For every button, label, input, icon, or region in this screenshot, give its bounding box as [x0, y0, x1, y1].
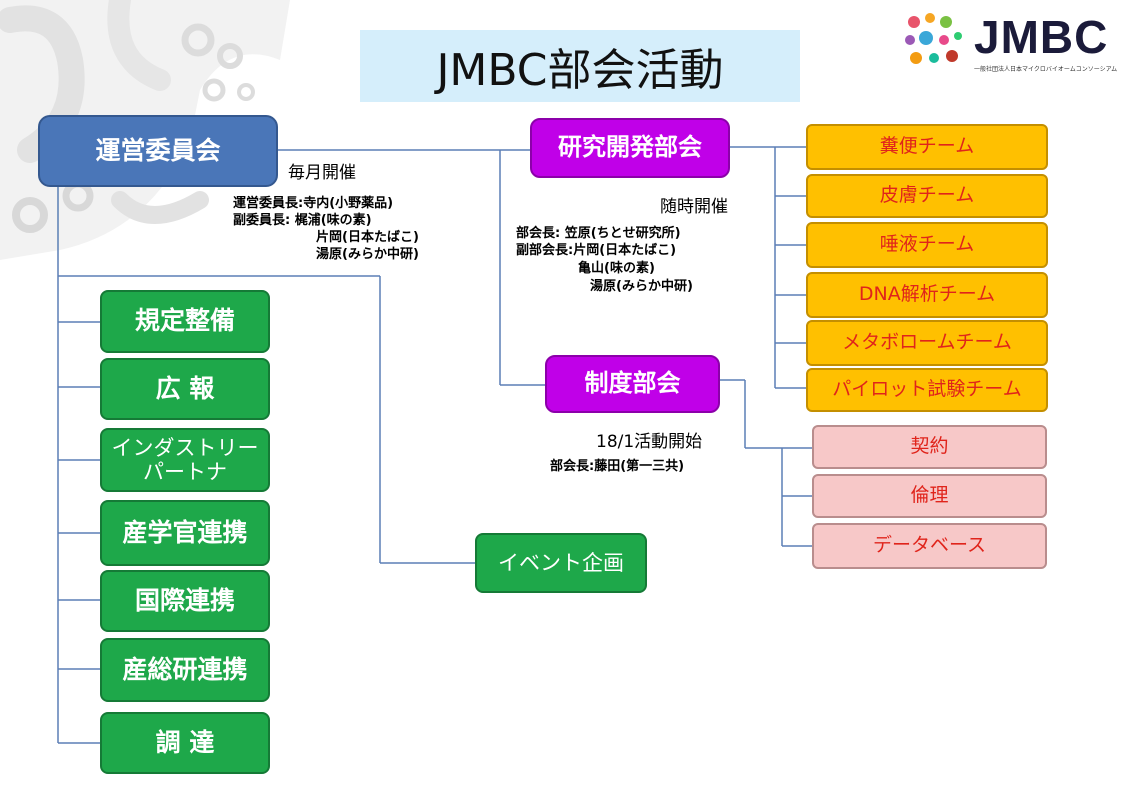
system-division-box[interactable]: 制度部会 [545, 355, 720, 413]
committee-aist[interactable]: 産総研連携 [100, 638, 270, 702]
team-label: データベース [872, 534, 987, 557]
rd-division-box[interactable]: 研究開発部会 [530, 118, 730, 178]
committee-label: インダストリー パートナ [111, 435, 259, 484]
logo-text: JMBC [974, 11, 1109, 63]
committee-pr[interactable]: 広 報 [100, 358, 270, 420]
rd-member: 湯原(みらか中研) [590, 279, 693, 294]
team-label: パイロット試験チーム [832, 378, 1022, 401]
team-ethics[interactable]: 倫理 [812, 474, 1047, 518]
rd-member: 副部会長:片岡(日本たばこ) [516, 243, 677, 258]
committee-label: 調 達 [155, 727, 215, 757]
steering-member: 湯原(みらか中研) [316, 247, 419, 262]
team-label: 唾液チーム [879, 233, 975, 256]
team-pilot-study[interactable]: パイロット試験チーム [806, 368, 1048, 412]
committee-label: 産総研連携 [122, 654, 248, 684]
rd-member: 亀山(味の素) [578, 261, 655, 276]
system-member: 部会長:藤田(第一三共) [550, 459, 685, 474]
team-label: 契約 [910, 435, 949, 458]
steering-member: 副委員長: 梶浦(味の素) [233, 213, 372, 228]
steering-committee-box[interactable]: 運営委員会 [38, 115, 278, 187]
logo-icon [905, 13, 962, 64]
logo: JMBC 一般社団法人日本マイクロバイオームコンソーシアム [900, 8, 1128, 80]
committee-label: 国際連携 [134, 585, 235, 615]
committee-industry-partner[interactable]: インダストリー パートナ [100, 428, 270, 492]
team-label: DNA解析チーム [858, 283, 996, 306]
team-skin[interactable]: 皮膚チーム [806, 174, 1048, 218]
rd-member: 部会長: 笠原(ちとせ研究所) [516, 226, 681, 241]
committee-international[interactable]: 国際連携 [100, 570, 270, 632]
committee-label: 産学官連携 [122, 517, 248, 547]
team-fecal[interactable]: 糞便チーム [806, 124, 1048, 170]
system-division-label: 制度部会 [584, 369, 681, 398]
event-planning-label: イベント企画 [498, 550, 624, 575]
team-contract[interactable]: 契約 [812, 425, 1047, 469]
rd-frequency: 随時開催 [660, 197, 728, 217]
team-label: 皮膚チーム [879, 184, 975, 207]
system-start: 18/1活動開始 [596, 432, 703, 452]
committee-procurement[interactable]: 調 達 [100, 712, 270, 774]
committee-label: 規定整備 [134, 306, 235, 336]
team-database[interactable]: データベース [812, 523, 1047, 569]
committee-industry-academia[interactable]: 産学官連携 [100, 500, 270, 566]
team-dna-analysis[interactable]: DNA解析チーム [806, 272, 1048, 318]
page-title: JMBC部会活動 [360, 30, 800, 102]
committee-regulation[interactable]: 規定整備 [100, 290, 270, 353]
steering-member: 片岡(日本たばこ) [316, 230, 419, 245]
committee-label: 広 報 [155, 373, 215, 403]
rd-division-label: 研究開発部会 [558, 133, 702, 162]
team-label: メタボロームチーム [842, 331, 1012, 354]
steering-committee-label: 運営委員会 [95, 135, 221, 165]
team-label: 倫理 [910, 484, 949, 507]
steering-member: 運営委員長:寺内(小野薬品) [233, 196, 394, 211]
steering-frequency: 毎月開催 [288, 163, 356, 183]
event-planning-box[interactable]: イベント企画 [475, 533, 647, 593]
team-label: 糞便チーム [879, 135, 975, 158]
team-metabolome[interactable]: メタボロームチーム [806, 320, 1048, 366]
team-saliva[interactable]: 唾液チーム [806, 222, 1048, 268]
logo-subtitle: 一般社団法人日本マイクロバイオームコンソーシアム [974, 66, 1118, 73]
